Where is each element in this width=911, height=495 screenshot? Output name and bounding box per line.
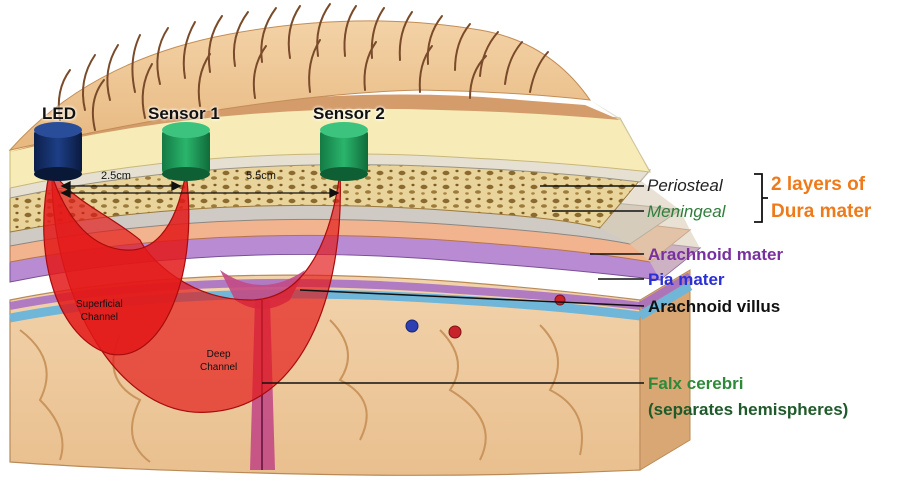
sensor-2-label: Sensor 2 — [313, 104, 385, 124]
meningeal-label: Meningeal — [647, 202, 725, 222]
led-label: LED — [42, 104, 76, 124]
superficial-channel-label-line1: Superficial — [76, 298, 123, 311]
deep-channel-label: Deep Channel — [200, 348, 237, 374]
deep-channel-label-line1: Deep — [200, 348, 237, 361]
distance-label-1: 2.5cm — [101, 170, 131, 182]
falx-cerebri-label-line1: Falx cerebri — [648, 374, 743, 394]
pia-mater-label: Pia mater — [648, 270, 725, 290]
falx-cerebri-label-line2: (separates hemispheres) — [648, 400, 848, 420]
dura-bracket — [754, 174, 768, 222]
sensor-2-device — [320, 122, 368, 181]
arachnoid-mater-label: Arachnoid mater — [648, 245, 783, 265]
distance-label-2: 5.5cm — [246, 170, 276, 182]
led-device — [34, 122, 82, 181]
dura-mater-label-line2: Dura mater — [771, 201, 871, 223]
arachnoid-villus-label: Arachnoid villus — [648, 297, 780, 317]
superficial-channel-label-line2: Channel — [76, 311, 123, 324]
dura-mater-label-line1: 2 layers of — [771, 174, 865, 196]
periosteal-label: Periosteal — [647, 176, 723, 196]
deep-channel-label-line2: Channel — [200, 361, 237, 374]
superficial-channel-label: Superficial Channel — [76, 298, 123, 324]
sensor-1-label: Sensor 1 — [148, 104, 220, 124]
sensor-1-device — [162, 122, 210, 181]
